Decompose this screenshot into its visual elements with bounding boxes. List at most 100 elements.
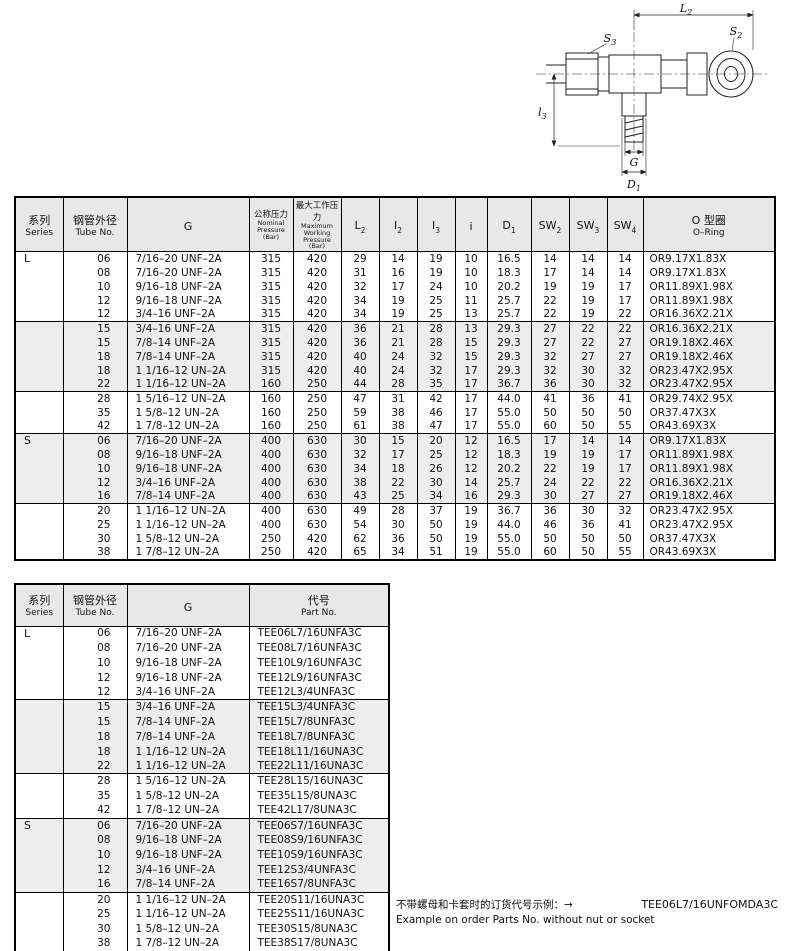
cell: 630: [292, 489, 341, 504]
cell: 18: [62, 729, 127, 745]
cell: 61: [340, 419, 379, 434]
cell: 7/8–14 UNF–2A: [126, 714, 249, 730]
cell: 44: [340, 377, 379, 392]
cell: 24: [530, 475, 569, 490]
cell: 630: [292, 517, 341, 532]
cell: 9/16–18 UNF–2A: [126, 655, 249, 671]
cell: OR43.69X3X: [642, 545, 775, 560]
cell: TEE22L11/16UNA3C: [248, 759, 389, 774]
cell: OR11.89X1.98X: [642, 279, 775, 294]
cell: 47: [340, 391, 379, 406]
cell: 1 1/16–12 UN–2A: [126, 759, 249, 774]
cell: 315: [248, 265, 293, 280]
cell: 9/16–18 UNF–2A: [126, 833, 249, 848]
cell: 14: [454, 475, 487, 490]
cell: 24: [378, 349, 417, 364]
cell: 30: [378, 517, 417, 532]
dim-label-l2: L2: [679, 2, 692, 17]
cell: OR16.36X2.21X: [642, 321, 775, 336]
cell: 32: [340, 447, 379, 462]
series-label: L: [15, 626, 64, 700]
cell: 315: [248, 307, 293, 322]
cell: TEE18L11/16UNA3C: [248, 744, 389, 760]
cell: 37: [416, 503, 455, 518]
cell: 15: [62, 714, 127, 730]
cell: 22: [530, 461, 569, 476]
dim-label-d1: D1: [626, 178, 641, 193]
cell: 7/8–14 UNF–2A: [126, 335, 249, 350]
series-label: [15, 321, 64, 392]
cell: 19: [378, 307, 417, 322]
order-note: 不带螺母和卡套时的订货代号示例：→ TEE06L7/16UNFOMDA3C Ex…: [396, 898, 778, 927]
cell: 630: [292, 447, 341, 462]
cell: 420: [292, 251, 341, 266]
cell: 22: [568, 475, 607, 490]
cell: 3/4–16 UNF–2A: [126, 685, 249, 700]
cell: TEE12L3/4UNFA3C: [248, 685, 389, 700]
cell: 25: [416, 307, 455, 322]
cell: 55.0: [486, 545, 531, 560]
cell: 27: [568, 489, 607, 504]
cell: 55: [606, 419, 643, 434]
cell: 19: [530, 279, 569, 294]
cell: 250: [292, 405, 341, 420]
cell: 18.3: [486, 447, 531, 462]
cell: TEE08S9/16UNFA3C: [248, 833, 389, 848]
cell: OR11.89X1.98X: [642, 293, 775, 308]
cell: 31: [378, 391, 417, 406]
cell: 19: [416, 251, 455, 266]
cell: 06: [62, 251, 127, 266]
cell: 1 1/16–12 UN–2A: [126, 907, 249, 922]
cell: 50: [568, 545, 607, 560]
cell: 35: [416, 377, 455, 392]
cell: 27: [606, 349, 643, 364]
cell: 47: [416, 419, 455, 434]
cell: 1 5/8–12 UN–2A: [126, 788, 249, 804]
cell: 20: [62, 892, 127, 908]
cell: 160: [248, 419, 293, 434]
cell: 40: [340, 363, 379, 378]
cell: 25: [378, 489, 417, 504]
cell: 34: [416, 489, 455, 504]
order-note-zh: 不带螺母和卡套时的订货代号示例：→: [396, 899, 573, 911]
series-label: [15, 503, 64, 560]
series-label: [15, 699, 64, 774]
cell: 9/16–18 UNF–2A: [126, 847, 249, 863]
cell: 315: [248, 279, 293, 294]
cell: 16.5: [486, 433, 531, 448]
cell: 17: [378, 447, 417, 462]
cell: 18.3: [486, 265, 531, 280]
cell: 14: [606, 433, 643, 448]
cell: 51: [416, 545, 455, 560]
cell: 22: [606, 475, 643, 490]
cell: 06: [62, 433, 127, 448]
cell: 19: [568, 447, 607, 462]
col-i2: I2: [378, 197, 417, 252]
cell: 22: [530, 293, 569, 308]
cell: 3/4–16 UNF–2A: [126, 321, 249, 336]
cell: 19: [568, 461, 607, 476]
cell: 19: [568, 307, 607, 322]
cell: 22: [530, 307, 569, 322]
cell: 38: [378, 419, 417, 434]
cell: 62: [340, 531, 379, 546]
cell: 29.3: [486, 489, 531, 504]
